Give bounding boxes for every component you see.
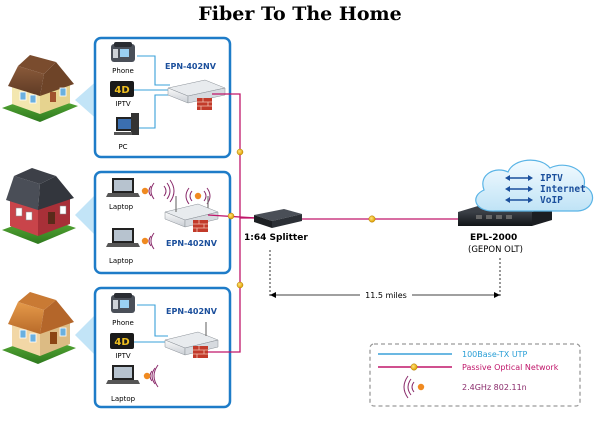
pon-node-icon [368,215,376,223]
iptv-badge: 4D [114,85,129,96]
device-label: Laptop [111,395,136,403]
olt-name: EPL-2000 [470,233,517,243]
onu-model-label: EPN-402NV [165,62,217,71]
onu-model-label: EPN-402NV [166,307,218,316]
cloud-service-label: VoIP [540,195,563,206]
legend-wifi-label: 2.4GHz 802.11n [462,383,527,392]
legend-pon-label: Passive Optical Network [462,363,559,372]
device-label: Laptop [109,257,134,265]
firewall-icon [193,220,208,232]
house-icon-3 [2,292,76,364]
arrow-right-icon [494,292,500,298]
firewall-icon [193,346,208,358]
phone-icon [111,42,135,62]
laptop-icon [106,365,140,384]
firewall-icon [197,98,212,110]
olt-subtitle: (GEPON OLT) [468,245,523,255]
pc-icon [114,113,139,135]
laptop-icon [106,228,140,247]
cloud-arrows [505,175,533,203]
wifi-node-icon [141,237,149,245]
wifi-node-icon [417,383,425,391]
wifi-waves-icon [148,179,175,250]
device-label: IPTV [115,352,131,360]
pon-node-icon [227,212,235,220]
pon-fiber-lines [207,93,458,353]
distance-label: 11.5 miles [365,291,407,300]
utp-links [132,55,170,343]
device-label: Laptop [109,203,134,211]
cloud-icon [475,159,594,212]
pon-node-icon [410,363,418,371]
wifi-node-icon [143,372,151,380]
laptop-icon [106,178,140,197]
distance-indicator [269,250,501,298]
device-label: Phone [112,67,134,75]
iptv-icon: 4D [110,81,134,97]
legend-box [369,343,581,407]
cloud-service-label: Internet [540,184,586,195]
splitter-device-icon [254,209,302,228]
pon-node-icon [236,148,244,156]
onu-model-label: EPN-402NV [166,239,218,248]
device-label: IPTV [115,100,131,108]
splitter-label: 1:64 Splitter [244,233,308,243]
wifi-node-icon [194,192,202,200]
wifi-waves-icon [403,375,415,399]
phone-icon [111,293,135,313]
legend-utp-label: 100Base-TX UTP [462,350,528,359]
house-icon-2 [2,168,76,244]
arrow-left-icon [270,292,276,298]
device-label: Phone [112,319,134,327]
pon-node-icon [236,281,244,289]
page-title: Fiber To The Home [198,3,401,25]
cloud-service-label: IPTV [540,173,563,184]
iptv-badge: 4D [114,337,129,348]
iptv-icon: 4D [110,333,134,349]
house-icon-1 [2,55,78,122]
wifi-node-icon [141,187,149,195]
device-label: PC [118,143,127,151]
